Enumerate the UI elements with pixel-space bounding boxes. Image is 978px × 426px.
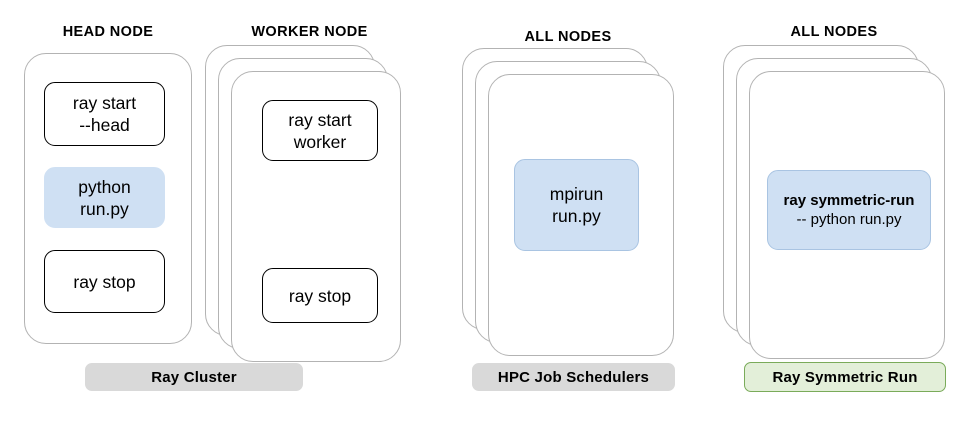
- command-line-1: mpirun: [549, 184, 604, 204]
- legend-pill-ray-cluster[interactable]: Ray Cluster: [85, 363, 303, 391]
- legend-pill-hpc-job-schedulers[interactable]: HPC Job Schedulers: [472, 363, 675, 391]
- command-line-2: run.py: [80, 198, 129, 219]
- command-line-1: ray symmetric-run: [783, 192, 915, 209]
- command-line-1: ray start: [72, 93, 137, 113]
- command-box-ray-stop-worker[interactable]: ray stop: [262, 268, 378, 323]
- command-box-mpirun-run-py[interactable]: mpirun run.py: [514, 159, 639, 251]
- command-line-1: ray start: [288, 109, 352, 130]
- command-line-1: python: [78, 176, 131, 197]
- legend-label: HPC Job Schedulers: [497, 368, 650, 386]
- command-line-2: -- python run.py: [796, 211, 902, 228]
- command-box-python-run-py[interactable]: python run.py: [44, 167, 165, 228]
- command-line-2: --head: [79, 115, 130, 135]
- command-line-1: ray stop: [288, 285, 352, 306]
- panel-title-all-nodes-hpc: ALL NODES: [524, 29, 612, 45]
- panel-title-head-node: HEAD NODE: [62, 24, 154, 40]
- command-box-ray-start-worker[interactable]: ray start worker: [262, 100, 378, 161]
- panel-title-all-nodes-symmetric: ALL NODES: [790, 24, 878, 40]
- command-line-2: run.py: [552, 206, 601, 226]
- legend-label: Ray Cluster: [151, 368, 237, 386]
- command-line-1: ray stop: [73, 271, 136, 292]
- command-line-2: worker: [293, 131, 347, 152]
- legend-label: Ray Symmetric Run: [772, 368, 918, 386]
- panel-title-worker-node: WORKER NODE: [251, 24, 368, 40]
- command-box-ray-stop-head[interactable]: ray stop: [44, 250, 165, 313]
- command-box-ray-symmetric-run[interactable]: ray symmetric-run -- python run.py: [767, 170, 931, 250]
- command-box-ray-start-head[interactable]: ray start --head: [44, 82, 165, 146]
- legend-pill-ray-symmetric-run[interactable]: Ray Symmetric Run: [744, 362, 946, 392]
